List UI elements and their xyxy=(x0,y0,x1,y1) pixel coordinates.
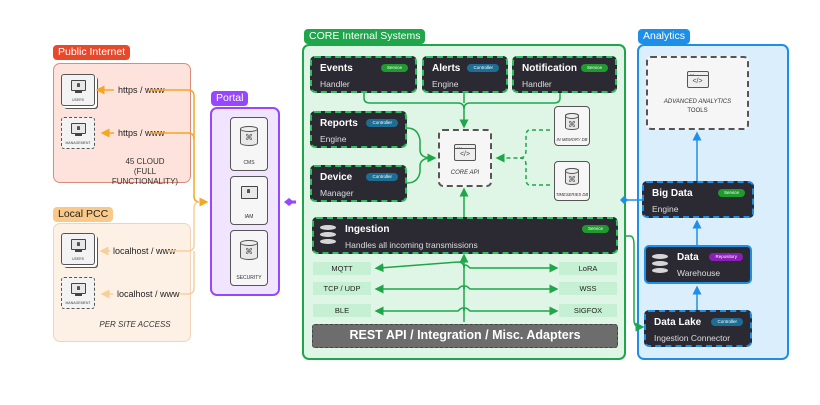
controller-badge: Controller xyxy=(366,173,398,181)
client-label: MANAGEMENT xyxy=(65,301,91,305)
repository-badge: Repository xyxy=(709,253,743,261)
rest-api-adapters-bar[interactable]: REST API / Integration / Misc. Adapters xyxy=(312,324,618,348)
card-subtitle: Ingestion Connector xyxy=(654,333,731,343)
events-handler-card[interactable]: Events Handler Service xyxy=(310,56,417,93)
protocol-mqtt: MQTT xyxy=(313,262,371,275)
portal-core-diamond xyxy=(284,198,294,206)
client-label: MANAGEMENT xyxy=(65,141,91,145)
monitor-icon xyxy=(71,80,86,91)
connection-label: https / www xyxy=(118,85,165,95)
card-title: Data Lake xyxy=(654,317,702,328)
database-icon xyxy=(240,240,258,260)
monitor-icon xyxy=(71,123,86,134)
cloud-note: 45 CLOUD (FULL FUNCTIONALITY) xyxy=(100,157,190,187)
users-client[interactable]: USERS xyxy=(61,233,95,265)
controller-badge: Controller xyxy=(366,119,398,127)
protocol-sigfox: SIGFOX xyxy=(559,304,617,317)
monitor-user-icon xyxy=(241,186,258,199)
connection-label: localhost / www xyxy=(117,289,180,299)
device-manager-card[interactable]: Device Manager Controller xyxy=(310,165,407,202)
protocol-lora: LoRA xyxy=(559,262,617,275)
database-icon xyxy=(565,168,579,185)
client-label: USERS xyxy=(71,257,85,261)
card-label: IN MEMORY DB xyxy=(556,137,588,142)
tools-label: ADVANCED ANALYTICS xyxy=(663,99,732,105)
database-stack-icon xyxy=(652,254,668,273)
database-stack-icon xyxy=(320,225,336,244)
card-label: CMS xyxy=(243,160,255,166)
card-subtitle: Engine xyxy=(432,79,459,89)
card-title: Big Data xyxy=(652,188,693,199)
card-title: Ingestion xyxy=(345,224,390,235)
card-title: Events xyxy=(320,63,353,74)
card-subtitle: Engine xyxy=(652,204,679,214)
note-line: (FULL FUNCTIONALITY) xyxy=(111,167,179,186)
portal-iam-card[interactable]: IAM xyxy=(230,176,268,225)
portal-tag: Portal xyxy=(211,91,249,106)
users-client[interactable]: USERS xyxy=(61,74,95,106)
database-icon xyxy=(240,126,258,146)
management-client[interactable]: MANAGEMENT xyxy=(61,277,95,309)
card-subtitle: Engine xyxy=(320,134,347,144)
card-title: Device xyxy=(320,172,353,183)
data-lake-connector-card[interactable]: Data Lake Ingestion Connector Controller xyxy=(644,310,752,347)
public-internet-tag: Public Internet xyxy=(53,45,131,60)
card-title: Notification xyxy=(522,63,577,74)
monitor-icon xyxy=(71,239,86,250)
client-label: USERS xyxy=(71,98,85,102)
card-subtitle: Warehouse xyxy=(677,268,721,278)
card-label: SECURITY xyxy=(236,275,262,281)
controller-badge: Controller xyxy=(467,64,499,72)
big-data-engine-card[interactable]: Big Data Engine Service xyxy=(642,181,754,218)
service-badge: Service xyxy=(580,64,608,72)
card-title: Reports xyxy=(320,118,358,129)
alerts-engine-card[interactable]: Alerts Engine Controller xyxy=(422,56,508,93)
service-badge: Service xyxy=(380,64,408,72)
code-window-icon: </> xyxy=(454,141,476,161)
card-subtitle: Handles all incoming transmissions xyxy=(345,240,478,250)
database-icon xyxy=(565,113,579,130)
advanced-analytics-tools-box[interactable]: </> ADVANCED ANALYTICS TOOLS xyxy=(646,56,749,130)
timeseries-db-card[interactable]: TIMESERIES DB xyxy=(554,161,590,201)
management-client[interactable]: MANAGEMENT xyxy=(61,117,95,149)
portal-cms-card[interactable]: CMS xyxy=(230,117,268,171)
card-subtitle: Handler xyxy=(522,79,552,89)
core-api-box[interactable]: </> CORE API xyxy=(438,129,492,187)
notification-handler-card[interactable]: Notification Handler Service xyxy=(512,56,617,93)
card-subtitle: Handler xyxy=(320,79,350,89)
tools-label: TOOLS xyxy=(687,108,708,114)
card-title: Data xyxy=(677,252,699,263)
note-line: 45 CLOUD xyxy=(125,157,165,166)
protocol-ble: BLE xyxy=(313,304,371,317)
card-title: Alerts xyxy=(432,63,461,74)
protocol-wss: WSS xyxy=(559,282,617,295)
connection-label: https / www xyxy=(118,128,165,138)
service-badge: Service xyxy=(581,225,609,233)
monitor-icon xyxy=(71,283,86,294)
reports-engine-card[interactable]: Reports Engine Controller xyxy=(310,111,407,148)
site-access-note: PER SITE ACCESS xyxy=(99,320,171,329)
controller-badge: Controller xyxy=(711,318,743,326)
core-tag: CORE Internal Systems xyxy=(304,29,426,44)
data-warehouse-card[interactable]: Data Warehouse Repository xyxy=(644,245,752,284)
ingestion-card[interactable]: Ingestion Handles all incoming transmiss… xyxy=(312,217,618,254)
connection-label: localhost / www xyxy=(113,246,176,256)
portal-security-card[interactable]: SECURITY xyxy=(230,230,268,286)
code-window-icon: </> xyxy=(686,68,709,88)
card-label: TIMESERIES DB xyxy=(555,192,589,197)
card-subtitle: Manager xyxy=(320,188,354,198)
service-badge: Service xyxy=(717,189,745,197)
protocol-tcp-udp: TCP / UDP xyxy=(313,282,371,295)
local-pcc-tag: Local PCC xyxy=(53,207,114,222)
analytics-tag: Analytics xyxy=(638,29,691,44)
card-label: IAM xyxy=(244,214,254,220)
core-api-label: CORE API xyxy=(450,170,480,176)
in-memory-db-card[interactable]: IN MEMORY DB xyxy=(554,106,590,146)
